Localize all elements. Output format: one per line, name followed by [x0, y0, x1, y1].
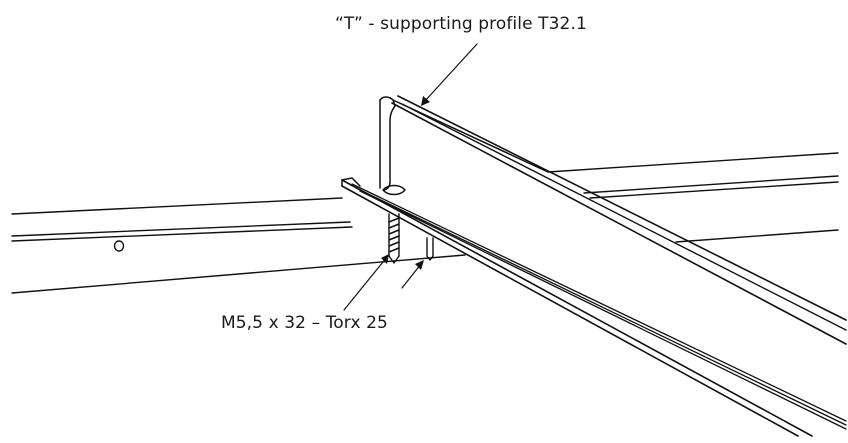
cross-profile-bottom-edge-right — [675, 229, 839, 243]
cross-profile-top-edge-left — [11, 197, 343, 215]
t-profile-top-inner-edge — [401, 103, 847, 331]
t-profile-front-edge — [391, 102, 847, 345]
leader-profile — [421, 43, 478, 106]
t-profile-flange-bottom-edge — [341, 185, 799, 437]
t-profile-web — [379, 96, 549, 191]
screw-label: M5,5 x 32 – Torx 25 — [221, 313, 388, 333]
t-profile-web-outline — [379, 96, 396, 191]
t-profile-flange-inner-1 — [351, 183, 847, 422]
cross-profile-lip-edge-right-2 — [589, 181, 839, 199]
leader-screw-line-1 — [343, 256, 388, 311]
cross-profile-top-edge-right — [547, 152, 839, 173]
t-profile-flange-end — [341, 177, 361, 187]
cross-profile-lip-edge-left-1 — [11, 221, 351, 237]
t-profile-flange-top-edge — [341, 179, 813, 437]
screw-tip — [388, 255, 400, 264]
screw-thread — [388, 217, 400, 253]
cross-profile — [11, 152, 839, 294]
leader-screw-line-2 — [401, 263, 422, 289]
t-profile-body — [341, 95, 847, 437]
leader-screw — [343, 254, 424, 311]
cross-profile-lip-edge-left-2 — [11, 226, 353, 242]
t-profile-flange-inner-3 — [359, 190, 847, 430]
leader-screw-arrowhead-2 — [415, 260, 424, 270]
t-profile-top-edge — [397, 95, 847, 321]
screw — [388, 213, 400, 264]
t-profile-clip-tab — [382, 184, 406, 196]
pin-tip — [426, 255, 434, 261]
cross-profile-bottom-edge-left — [11, 254, 466, 294]
t-profile-flange-inner-2 — [355, 187, 847, 426]
profile-label: “T” - supporting profile T32.1 — [335, 14, 587, 34]
leader-profile-line — [423, 43, 478, 103]
cross-profile-hole — [113, 240, 125, 252]
leader-profile-arrowhead — [421, 96, 430, 106]
leader-screw-arrowhead-1 — [381, 254, 389, 264]
pin — [426, 237, 434, 261]
cross-profile-lip-edge-right-1 — [583, 175, 839, 194]
